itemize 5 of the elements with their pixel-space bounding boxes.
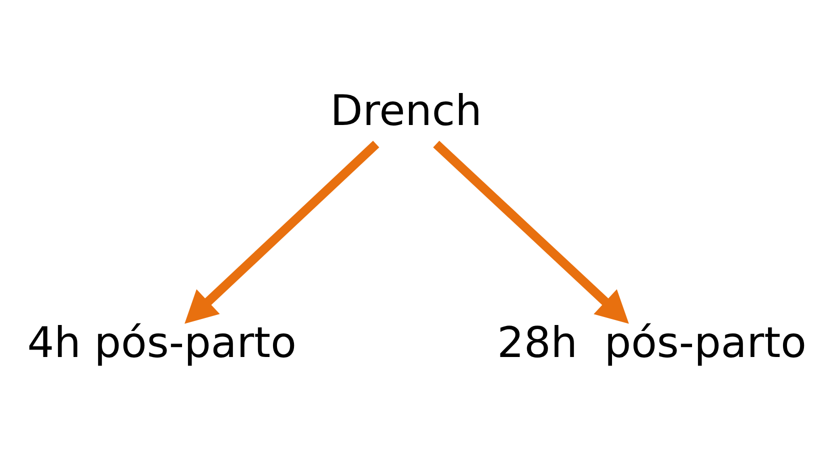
arrow xyxy=(184,140,380,324)
node-text: 28h pós-parto xyxy=(497,318,806,367)
node-text: Drench xyxy=(330,86,482,135)
arrow xyxy=(433,140,629,324)
node-text: 4h pós-parto xyxy=(27,318,296,367)
